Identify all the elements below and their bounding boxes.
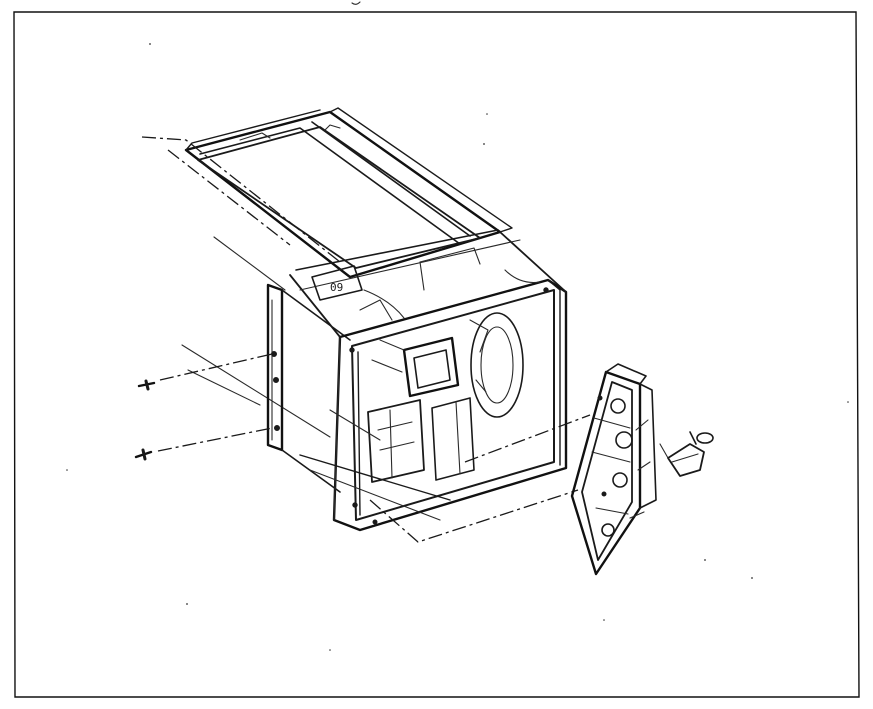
drawing-frame	[13, 1, 860, 698]
label-plate: 09	[311, 265, 363, 301]
base-plate	[299, 409, 451, 521]
panel-alignment-lines	[369, 414, 591, 543]
rear-frame	[266, 283, 351, 493]
control-panel	[570, 363, 657, 576]
internal-components	[359, 247, 541, 483]
screw-upper	[137, 353, 273, 391]
scan-specks	[66, 43, 849, 651]
front-frame	[332, 278, 568, 532]
chassis-top-rails	[289, 229, 567, 338]
knob-part	[659, 431, 714, 477]
left-panel-lines	[141, 136, 341, 438]
label-plate-text: 09	[330, 281, 343, 294]
top-tray	[184, 107, 513, 279]
screw-lower	[134, 427, 273, 461]
